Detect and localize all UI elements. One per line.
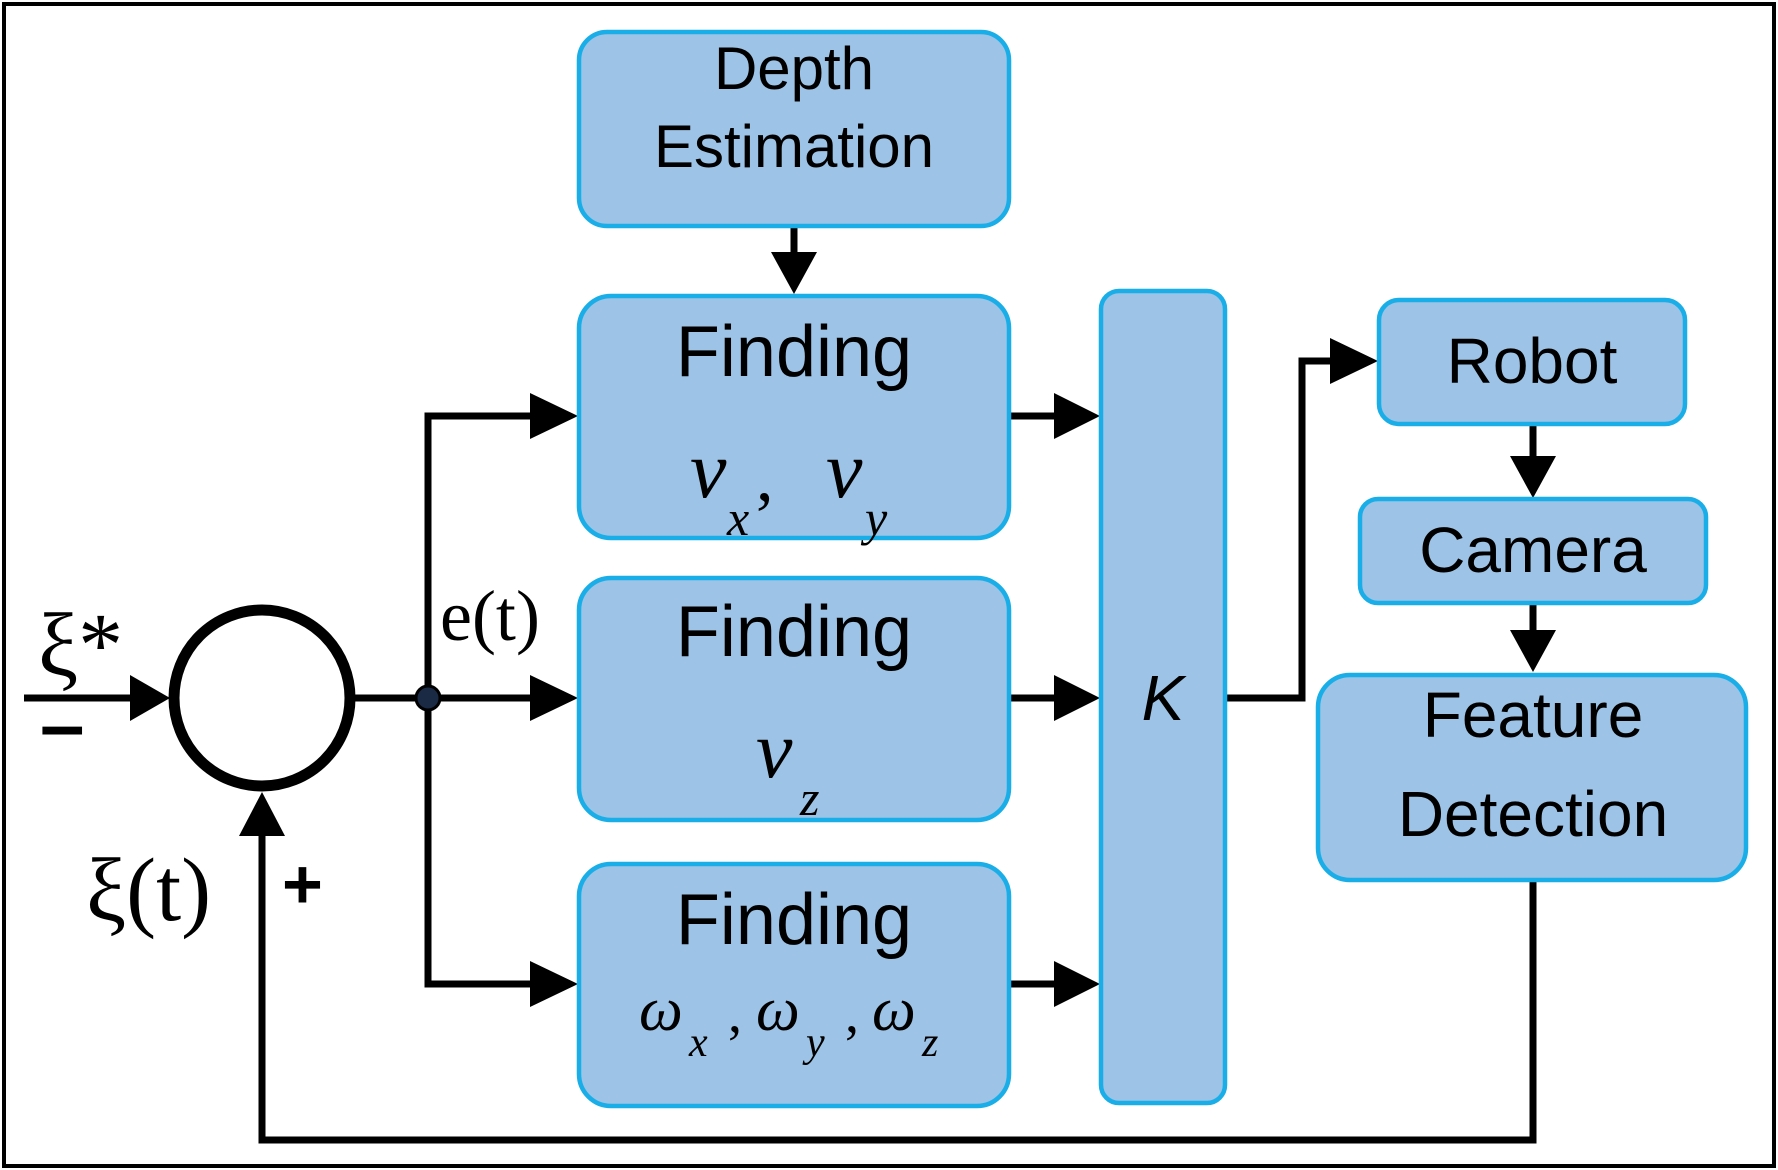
finding-vz-block: [576, 575, 1012, 823]
reference-arrowhead: [130, 675, 170, 721]
finding-omega-title: Finding: [676, 880, 912, 960]
depth-label-line1: Depth: [714, 35, 874, 102]
vz-v: v: [756, 704, 793, 795]
vxy-comma: ,: [756, 439, 774, 516]
feature-label-line2: Detection: [1398, 778, 1668, 850]
robot-block: [1376, 297, 1688, 427]
omega-to-k-arrowhead: [1054, 961, 1100, 1007]
arrow-to-vz: [530, 675, 578, 721]
k-to-robot-line: [1226, 357, 1334, 702]
feedback-arrowhead: [239, 792, 285, 836]
gain-k-block: [1098, 288, 1228, 1106]
vxy-to-k-arrowhead: [1054, 393, 1100, 439]
arrow-to-vxy: [530, 393, 578, 439]
omega-comma-1: ,: [728, 983, 742, 1045]
camera-label: Camera: [1419, 514, 1647, 586]
vxy-v2: v: [826, 424, 863, 515]
arrow-to-finding-vxy: [771, 252, 817, 294]
finding-vxy-title: Finding: [676, 312, 912, 392]
reference-signal-label: ξ*: [38, 596, 123, 695]
vz-to-k-arrowhead: [1054, 675, 1100, 721]
depth-estimation-block: [576, 29, 1012, 229]
feedback-line: [258, 832, 1537, 1144]
camera-to-feature-arrowhead: [1510, 630, 1556, 672]
vz-sub-z: z: [799, 770, 819, 826]
feature-label-line1: Feature: [1423, 679, 1644, 751]
finding-omega-block: [576, 861, 1012, 1109]
summing-junction: [168, 604, 356, 792]
gain-k-label: K: [1142, 662, 1188, 734]
omega-sub-y: y: [802, 1020, 825, 1066]
error-signal-label: e(t): [440, 576, 540, 656]
feature-detection-block: [1315, 672, 1749, 883]
arrow-to-omega: [530, 961, 578, 1007]
finding-vz-title: Finding: [676, 592, 912, 672]
omega-3: ω: [872, 976, 916, 1044]
camera-block: [1357, 496, 1709, 606]
feedback-signal-label: ξ(t): [86, 841, 211, 940]
k-to-robot-arrowhead: [1330, 338, 1378, 384]
robot-label: Robot: [1447, 325, 1618, 397]
reference-sign-minus: –: [40, 680, 85, 769]
omega-sub-x: x: [688, 1020, 708, 1066]
vxy-sub-x: x: [726, 490, 749, 546]
omega-2: ω: [756, 976, 800, 1044]
vxy-v1: v: [690, 424, 727, 515]
feedback-sign-plus: +: [282, 845, 323, 923]
robot-to-camera-arrowhead: [1510, 456, 1556, 498]
depth-label-line2: Estimation: [654, 113, 934, 180]
omega-comma-2: ,: [845, 983, 859, 1045]
vxy-sub-y: y: [860, 490, 888, 546]
omega-sub-z: z: [921, 1020, 938, 1066]
finding-vxy-block: [576, 293, 1012, 541]
branch-junction-dot: [414, 684, 442, 712]
omega-1: ω: [639, 976, 683, 1044]
